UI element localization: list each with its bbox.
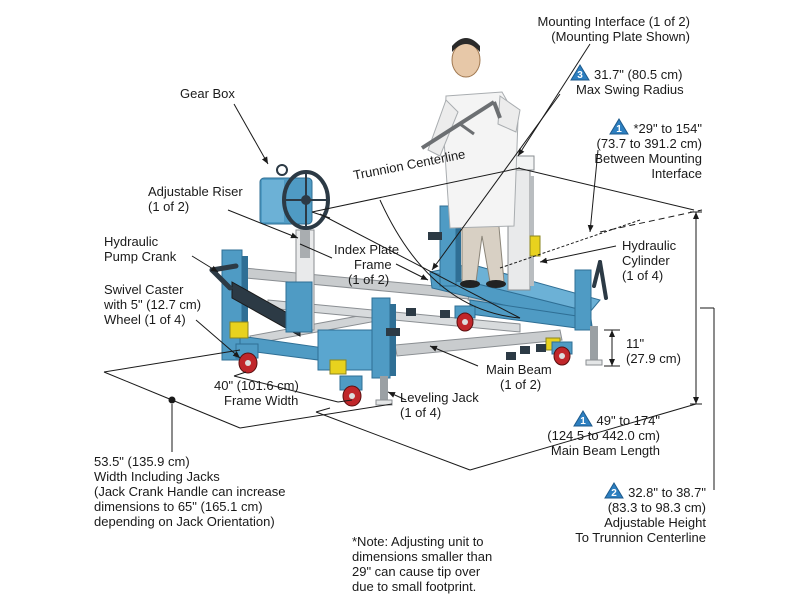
leveling-jack-label: Leveling Jack (1 of 4) — [400, 390, 479, 420]
mounting-interface-line2: (Mounting Plate Shown) — [551, 29, 690, 44]
leveling-jack-line2: (1 of 4) — [400, 405, 442, 420]
swing-radius-desc: Max Swing Radius — [576, 82, 684, 97]
mount-distance-value: *29" to 154" — [633, 121, 702, 136]
index-plate-frame-label: Index Plate Frame (1 of 2) — [334, 242, 399, 287]
frame-width-line1: 40" (101.6 cm) — [214, 378, 299, 393]
pump-crank-label: Hydraulic Pump Crank — [104, 234, 176, 264]
leader-lines — [103, 43, 715, 490]
index-plate-frame-line1: Index Plate — [334, 242, 400, 257]
note-line2: dimensions smaller than — [352, 549, 493, 564]
triangle-badge-2-icon: 2 — [604, 482, 624, 499]
width-jacks-line3: (Jack Crank Handle can increase — [94, 484, 286, 499]
beam-length-desc: Main Beam Length — [550, 443, 660, 458]
frame-width-label: 40" (101.6 cm) Frame Width — [214, 378, 299, 408]
mounting-interface-label: Mounting Interface (1 of 2) (Mounting Pl… — [500, 14, 690, 44]
gear-box-label: Gear Box — [180, 86, 235, 101]
adjustable-riser-label: Adjustable Riser (1 of 2) — [148, 184, 243, 214]
swivel-caster-line3: Wheel (1 of 4) — [104, 312, 186, 327]
svg-text:1: 1 — [580, 416, 586, 427]
width-jacks-line2: Width Including Jacks — [94, 469, 220, 484]
hydraulic-cylinder-label: Hydraulic Cylinder (1 of 4) — [622, 238, 676, 283]
operator-figure — [420, 38, 521, 288]
main-beam-label: Main Beam (1 of 2) — [486, 362, 552, 392]
frame-width-line2: Frame Width — [224, 393, 299, 408]
hydraulic-cylinder-line1: Hydraulic — [622, 238, 677, 253]
jack-height-value: 11" — [626, 336, 645, 351]
mount-distance-label: 1 *29" to 154" (73.7 to 391.2 cm) Betwee… — [570, 118, 702, 181]
svg-text:3: 3 — [577, 70, 583, 81]
mount-distance-desc1: Between Mounting — [594, 151, 702, 166]
mount-distance-cm: (73.7 to 391.2 cm) — [596, 136, 703, 151]
note-line3: 29" can cause tip over — [352, 564, 481, 579]
hydraulic-cylinder-line3: (1 of 4) — [622, 268, 664, 283]
adj-height-desc2: To Trunnion Centerline — [575, 530, 706, 545]
main-beam-line1: Main Beam — [486, 362, 552, 377]
swivel-caster-line1: Swivel Caster — [104, 282, 184, 297]
beam-length-value: 49" to 174" — [596, 413, 660, 428]
main-beam-line2: (1 of 2) — [500, 377, 542, 392]
jack-height-cm: (27.9 cm) — [626, 351, 681, 366]
cylinder-crank — [592, 260, 608, 300]
note-line1: *Note: Adjusting unit to — [352, 534, 484, 549]
jack-height-label: 11" (27.9 cm) — [626, 336, 681, 366]
adjustable-riser-line2: (1 of 2) — [148, 199, 190, 214]
beam-length-cm: (124.5 to 442.0 cm) — [547, 428, 660, 443]
handwheel — [282, 170, 330, 230]
adj-height-value: 32.8" to 38.7" — [628, 485, 706, 500]
adjustable-riser-left — [231, 228, 315, 337]
swivel-caster-label: Swivel Caster with 5" (12.7 cm) Wheel (1… — [104, 282, 201, 327]
triangle-badge-1-icon: 1 — [609, 118, 630, 135]
mounting-interface-line1: Mounting Interface (1 of 2) — [537, 14, 690, 29]
leveling-jack-line1: Leveling Jack — [400, 390, 479, 405]
beam-length-label: 1 49" to 174" (124.5 to 442.0 cm) Main B… — [500, 410, 660, 458]
adj-height-cm: (83.3 to 98.3 cm) — [607, 500, 706, 515]
triangle-badge-1-icon: 1 — [572, 410, 593, 427]
leveling-jacks — [375, 232, 603, 406]
index-plate-frame-line3: (1 of 2) — [348, 272, 390, 287]
svg-text:1: 1 — [617, 124, 623, 135]
swivel-caster-line2: with 5" (12.7 cm) — [104, 297, 202, 312]
hydraulic-cylinder-line2: Cylinder — [622, 253, 670, 268]
triangle-badge-3-icon: 3 — [570, 64, 590, 81]
adj-height-desc1: Adjustable Height — [604, 515, 706, 530]
mount-distance-desc2: Interface — [651, 166, 702, 181]
tip-over-note: *Note: Adjusting unit to dimensions smal… — [352, 534, 492, 594]
width-jacks-label: 53.5" (135.9 cm) Width Including Jacks (… — [94, 454, 285, 529]
svg-text:2: 2 — [611, 488, 617, 499]
width-jacks-line5: depending on Jack Orientation) — [94, 514, 275, 529]
pump-crank-line2: Pump Crank — [104, 249, 177, 264]
adjustable-riser-line1: Adjustable Riser — [148, 184, 243, 199]
casters — [235, 305, 573, 407]
index-plate-frame-line2: Frame — [354, 257, 392, 272]
width-jacks-line4: dimensions to 65" (165.1 cm) — [94, 499, 263, 514]
pump-crank-line1: Hydraulic — [104, 234, 159, 249]
swing-radius-value: 31.7" (80.5 cm) — [594, 67, 683, 82]
width-jacks-line1: 53.5" (135.9 cm) — [94, 454, 190, 469]
swing-radius-label: 3 31.7" (80.5 cm) Max Swing Radius — [570, 64, 684, 97]
adjustable-height-label: 2 32.8" to 38.7" (83.3 to 98.3 cm) Adjus… — [556, 482, 706, 545]
note-line4: due to small footprint. — [352, 579, 477, 594]
